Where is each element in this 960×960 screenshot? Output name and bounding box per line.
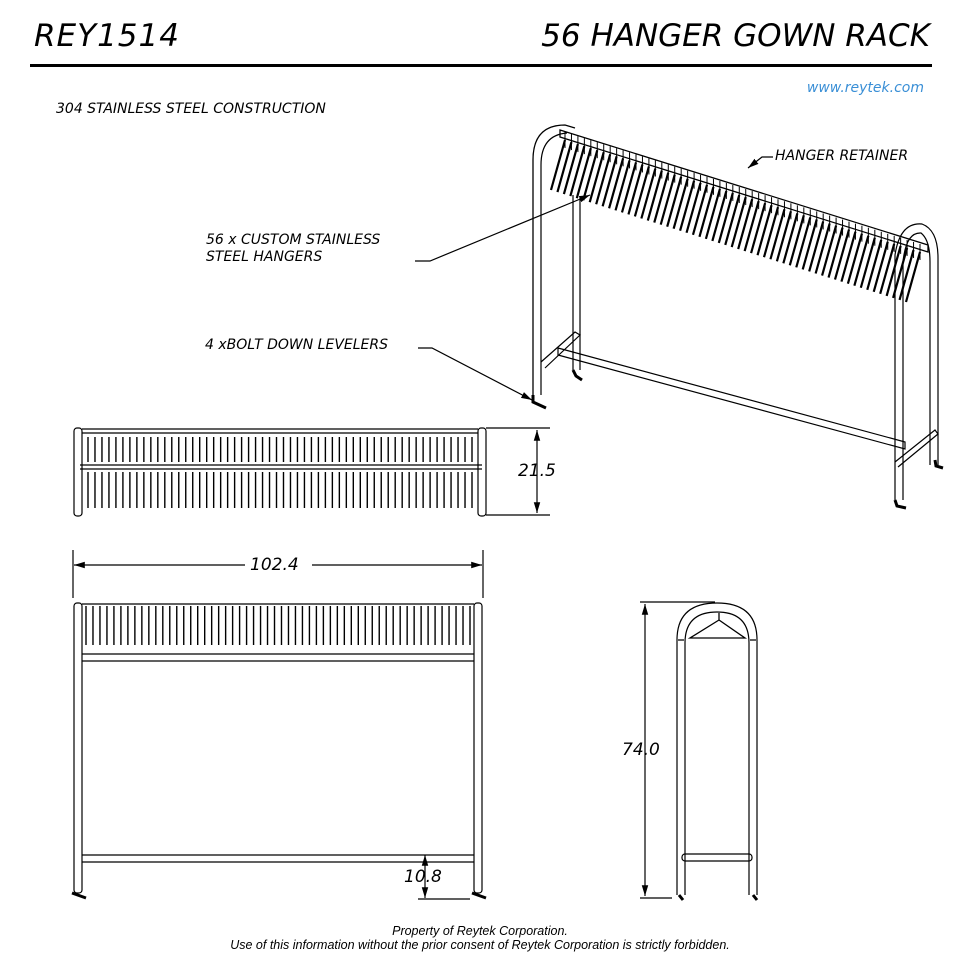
iso-hanger [691,184,709,236]
iso-hanger [840,231,857,282]
iso-hanger [549,139,567,191]
iso-hanger [608,158,625,209]
iso-hanger [614,160,631,211]
side-view [640,601,759,901]
levelers-leader [418,347,533,401]
front-view [71,550,487,900]
iso-hanger [685,182,702,234]
levelers-callout: 4 xBOLT DOWN LEVELERS [205,337,389,353]
iso-hanger [659,174,676,225]
iso-hanger [795,217,812,268]
iso-hanger [711,190,728,242]
iso-hanger [827,227,844,278]
iso-hanger [866,239,883,291]
iso-hanger [730,196,747,248]
iso-hanger [879,243,896,295]
product-title: 56 HANGER GOWN RACK [541,18,930,54]
iso-hanger [588,151,605,203]
iso-hanger [666,176,683,227]
iso-hanger [640,168,657,219]
iso-hanger [595,153,612,205]
hangers-leader [415,194,591,262]
iso-hanger [859,237,876,289]
hangers-callout-line2: STEEL HANGERS [206,249,323,265]
iso-hanger [885,245,902,297]
iso-hanger [717,192,734,244]
part-number: REY1514 [34,18,180,54]
iso-leveler [531,395,547,410]
iso-hanger [898,249,915,301]
iso-hanger [775,210,792,262]
iso-hanger [724,194,741,246]
iso-hanger [853,235,870,287]
iso-hanger [679,180,696,232]
iso-hanger [633,166,650,217]
iso-hangers [549,139,922,303]
iso-hanger [737,198,754,250]
iso-hanger [821,225,838,276]
iso-hanger [904,251,922,303]
iso-hanger [769,208,786,260]
iso-hanger [782,213,799,264]
website-link[interactable]: www.reytek.com [806,80,924,96]
iso-hanger [672,178,689,229]
iso-hanger [698,186,715,238]
iso-hanger [808,221,825,272]
hangers-callout-line1: 56 x CUSTOM STAINLESS [206,232,381,248]
iso-hanger [620,162,638,213]
iso-hanger [562,143,579,195]
iso-hanger-retainer [559,129,929,253]
iso-hanger [801,219,818,270]
front-view-hangers [85,606,471,645]
retainer-leader [747,156,773,169]
iso-hanger [756,204,773,256]
iso-hanger [653,172,670,223]
iso-hanger [556,141,573,193]
material-note: 304 STAINLESS STEEL CONSTRUCTION [56,101,326,117]
iso-left-arch [532,124,576,395]
iso-hanger [750,202,767,254]
retainer-callout: HANGER RETAINER [775,148,909,164]
iso-hanger [646,170,663,221]
iso-hanger [872,241,889,293]
top-view [73,427,550,517]
iso-hanger [814,223,831,274]
iso-hanger [833,229,851,280]
iso-hanger [743,200,760,252]
iso-hanger [627,164,644,215]
width-dimension: 102.4 [250,555,299,575]
footer: Property of Reytek Corporation. Use of t… [0,924,960,952]
header-divider [30,64,932,67]
iso-retainer-slots [564,132,921,260]
iso-hanger [575,147,592,199]
iso-hanger [762,206,780,258]
iso-hanger [704,188,721,240]
iso-bottom-bar [557,347,906,450]
isometric-view [415,124,944,510]
footer-line2: Use of this information without the prio… [230,938,730,952]
iso-hanger [892,247,909,299]
side-hanger [687,613,748,639]
iso-hanger [601,155,618,207]
hangers-callout: 56 x CUSTOM STAINLESS STEEL HANGERS [206,232,380,266]
iso-hanger [846,233,863,284]
iso-hanger [569,145,586,197]
footer-line1: Property of Reytek Corporation. [392,924,568,938]
height-dimension: 74.0 [622,740,660,760]
iso-hanger [788,215,805,266]
top-view-hangers [87,437,473,508]
iso-hanger [582,149,599,201]
